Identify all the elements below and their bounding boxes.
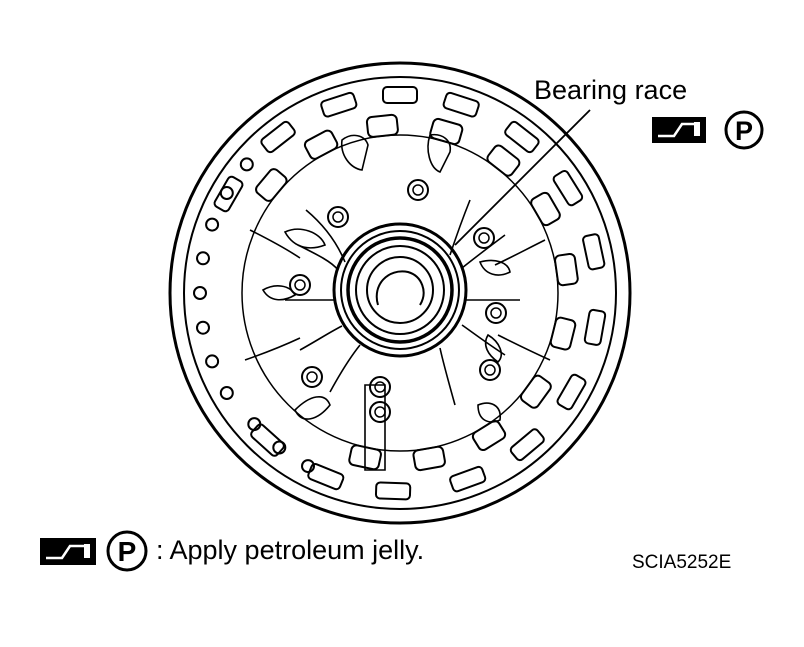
cover-bolt-head — [479, 359, 501, 381]
pump-outer-rim — [168, 61, 632, 525]
outer-slot — [320, 91, 358, 118]
cover-bolt-head — [327, 206, 349, 228]
cover-bolt-center — [412, 184, 424, 196]
cover-bolt-center — [478, 232, 490, 244]
grease-gun-icon — [652, 117, 706, 143]
bolt-hole — [239, 157, 254, 172]
bolt-hole — [247, 417, 262, 432]
petroleum-jelly-p-icon — [724, 110, 764, 150]
figure-id: SCIA5252E — [632, 552, 732, 573]
cover-bolt-head — [369, 376, 391, 398]
legend-text: : Apply petroleum jelly. — [156, 535, 425, 565]
legend-grease-gun-icon — [40, 538, 96, 565]
cover-bolt-head — [485, 302, 507, 324]
outer-slot — [382, 86, 418, 104]
bolt-hole — [193, 286, 207, 300]
bolt-hole — [196, 251, 210, 266]
outer-slot — [213, 175, 244, 213]
inner-slot — [255, 168, 288, 202]
cover-bolt-head — [407, 179, 429, 201]
cover-bolt-center — [332, 211, 344, 223]
cover-bolt-center — [306, 371, 318, 383]
outer-slot — [556, 373, 587, 411]
cover-bolt-head — [301, 366, 323, 388]
cover-bolt-center — [484, 364, 496, 376]
outer-slot — [250, 423, 285, 457]
outer-slot — [509, 428, 545, 462]
inner-slot — [549, 316, 577, 351]
outer-slot — [260, 120, 296, 154]
inner-boss-ring — [241, 134, 559, 452]
legend-p-letter: P — [118, 536, 137, 567]
outer-slot — [504, 120, 540, 154]
bearing-race-label: Bearing race — [534, 75, 688, 105]
outer-slot — [582, 233, 606, 271]
outer-slot — [374, 481, 412, 501]
bolt-hole — [219, 186, 234, 200]
outer-slot — [442, 91, 480, 118]
callout-p-letter: P — [735, 116, 753, 146]
inner-slot — [365, 113, 399, 138]
bolt-hole — [272, 440, 287, 455]
cover-bolt-center — [490, 307, 502, 319]
callout-leader-line — [454, 109, 591, 246]
cover-bolt-center — [374, 406, 386, 418]
outer-slot — [583, 308, 607, 346]
cover-bolt-head — [369, 401, 391, 423]
bolt-hole — [205, 217, 220, 232]
bearing-race — [332, 222, 468, 358]
outer-slot — [449, 465, 487, 493]
bolt-hole — [301, 459, 315, 474]
bolt-hole — [219, 386, 234, 400]
outer-slot — [552, 169, 584, 207]
cover-bolt-head — [473, 227, 495, 249]
cover-bolts — [289, 179, 507, 423]
cover-bolt-center — [294, 279, 306, 291]
pump-inner-rim — [183, 76, 617, 510]
legend-petroleum-jelly-p-icon — [106, 530, 148, 572]
bolt-hole-ring — [193, 157, 315, 474]
inner-slot — [429, 117, 464, 146]
radial-webs — [244, 199, 551, 406]
cover-bolt-center — [374, 381, 386, 393]
cover-bolt-head — [289, 274, 311, 296]
bolt-hole — [196, 320, 210, 335]
outer-slot — [307, 463, 345, 491]
bolt-hole — [205, 354, 220, 369]
oil-channels — [261, 133, 511, 471]
outer-slot-ring — [213, 86, 607, 501]
